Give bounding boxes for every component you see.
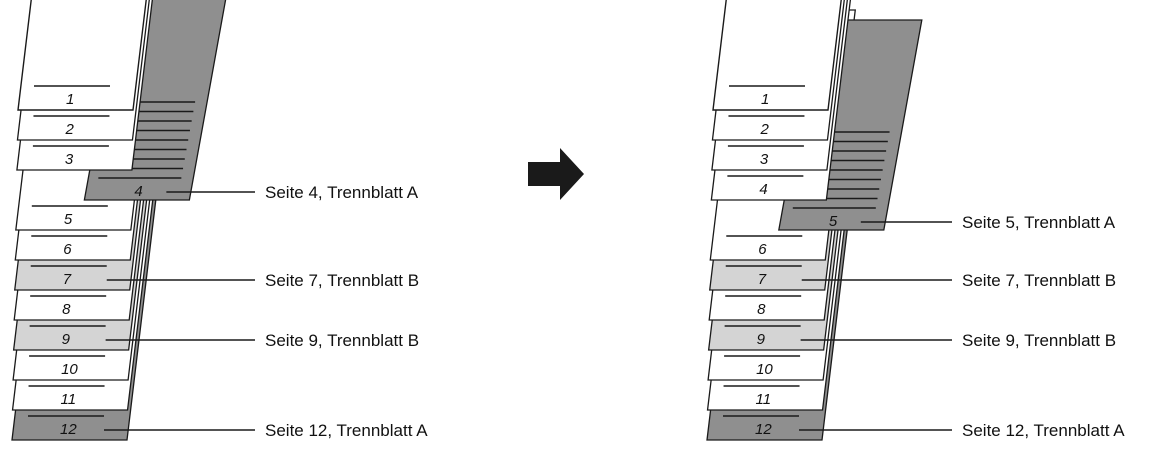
callout-label: Seite 12, Trennblatt A [265, 421, 428, 440]
callout-before-page-7: Seite 7, Trennblatt B [106, 271, 419, 290]
callout-label: Seite 4, Trennblatt A [265, 183, 419, 202]
page-1: 1 [712, 0, 842, 111]
callout-after-page-12: Seite 12, Trennblatt A [799, 421, 1125, 440]
page-stack-after: 12 11 10 9 8 7 6 5 4 3 2 1 [706, 0, 923, 441]
page-number: 4 [759, 181, 767, 198]
callout-after-page-9: Seite 9, Trennblatt B [800, 331, 1116, 350]
page-number: 10 [61, 361, 78, 378]
page-1: 1 [17, 0, 147, 111]
callout-after-page-5: Seite 5, Trennblatt A [860, 213, 1116, 232]
page-number: 3 [65, 151, 74, 168]
right-arrow-icon [528, 148, 584, 200]
page-number: 6 [63, 241, 72, 258]
callout-label: Seite 7, Trennblatt B [265, 271, 419, 290]
page-number: 5 [829, 213, 838, 230]
callout-after-page-7: Seite 7, Trennblatt B [801, 271, 1116, 290]
page-number: 1 [761, 91, 769, 108]
page-number: 11 [756, 391, 772, 408]
callout-label: Seite 7, Trennblatt B [962, 271, 1116, 290]
page-number: 12 [60, 421, 77, 438]
page-number: 6 [758, 241, 767, 258]
callout-label: Seite 9, Trennblatt B [962, 331, 1116, 350]
page-number: 9 [757, 331, 766, 348]
page-stack-before: 12 11 10 9 8 7 6 5 4 3 2 1 [11, 0, 227, 441]
page-number: 11 [61, 391, 77, 408]
page-number: 2 [64, 121, 74, 138]
callout-before-page-4: Seite 4, Trennblatt A [166, 183, 419, 202]
page-number: 8 [757, 301, 766, 318]
page-number: 2 [759, 121, 769, 138]
callout-label: Seite 5, Trennblatt A [962, 213, 1116, 232]
page-number: 9 [62, 331, 71, 348]
callout-label: Seite 12, Trennblatt A [962, 421, 1125, 440]
callout-before-page-12: Seite 12, Trennblatt A [104, 421, 428, 440]
page-number: 5 [64, 211, 73, 228]
page-number: 10 [756, 361, 773, 378]
page-number: 8 [62, 301, 71, 318]
page-number: 3 [760, 151, 769, 168]
callout-label: Seite 9, Trennblatt B [265, 331, 419, 350]
page-number: 1 [66, 91, 74, 108]
callout-before-page-9: Seite 9, Trennblatt B [105, 331, 419, 350]
page-number: 12 [755, 421, 772, 438]
page-number: 7 [758, 271, 767, 288]
page-number: 7 [63, 271, 72, 288]
page-number: 4 [134, 183, 142, 200]
